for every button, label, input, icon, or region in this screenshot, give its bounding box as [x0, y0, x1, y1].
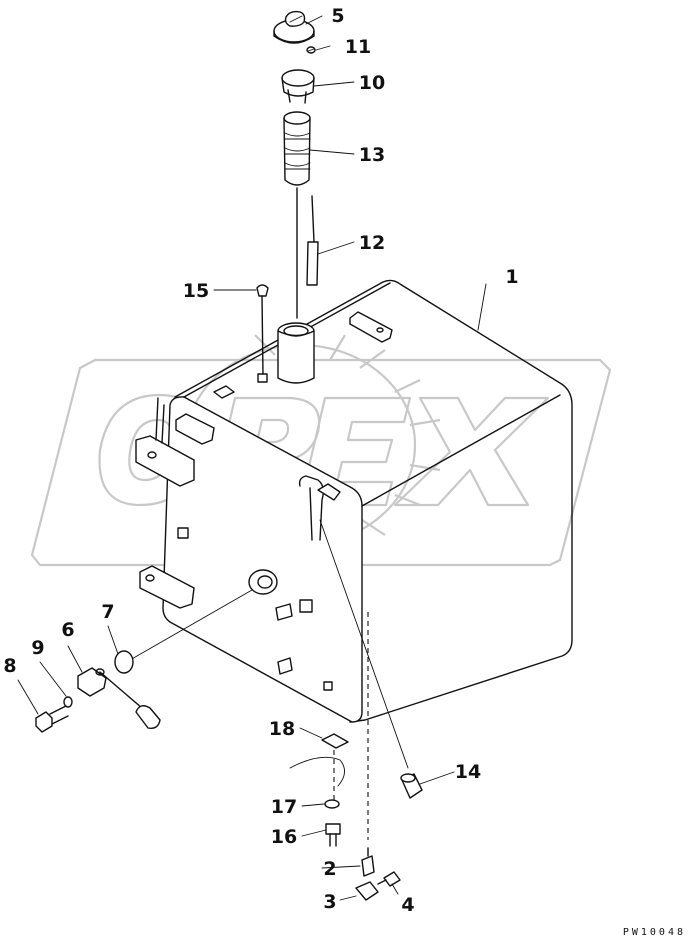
leader-17	[301, 803, 325, 807]
leader-9	[39, 661, 67, 697]
leader-3	[339, 895, 357, 901]
side-bracket-upper	[135, 397, 195, 487]
face-block-4	[277, 657, 293, 675]
leader-5	[305, 15, 323, 25]
tank-body	[135, 279, 573, 840]
watermark-frame	[30, 358, 612, 567]
tank-front-face	[162, 396, 363, 723]
mount-bolt-part	[325, 823, 341, 847]
callout-17: 17	[271, 796, 297, 818]
hose-fitting-part	[319, 519, 423, 799]
drain-plug-part	[377, 871, 401, 887]
drain-valve-part	[361, 847, 375, 877]
sensor-bolt-part	[35, 705, 69, 733]
callout-15: 15	[183, 280, 209, 302]
side-bracket-lower	[139, 565, 195, 609]
sensor-port	[248, 569, 278, 595]
face-block-2	[299, 599, 313, 613]
leader-14	[419, 771, 455, 785]
level-sensor-part	[77, 667, 161, 730]
filler-cap-part	[273, 10, 315, 44]
leader-1	[477, 283, 487, 331]
leader-lines	[17, 15, 487, 901]
breather-part	[256, 284, 269, 383]
callout-13: 13	[359, 144, 385, 166]
leader-6	[67, 645, 83, 673]
leader-18	[299, 727, 323, 739]
top-bracket	[349, 311, 393, 343]
callout-6: 6	[61, 619, 74, 641]
face-block-3	[275, 603, 293, 621]
top-lug	[213, 385, 235, 399]
callout-4: 4	[401, 894, 414, 916]
return-pipe	[298, 475, 325, 541]
callout-10: 10	[359, 72, 385, 94]
leader-2	[321, 865, 361, 869]
sensor-gasket-part	[114, 589, 253, 674]
callout-18: 18	[269, 718, 295, 740]
tank-top-right-edge	[361, 394, 561, 507]
leader-8	[17, 679, 39, 715]
mount-plate-part	[289, 733, 349, 800]
callout-3: 3	[323, 891, 336, 913]
leader-16	[301, 829, 327, 837]
leader-11	[315, 45, 331, 51]
callout-labels: 1 2 3 4 5 6 7 8 9 10 11 12 13 14 15 16 1…	[3, 5, 518, 916]
leader-7	[107, 625, 119, 655]
callout-5: 5	[331, 5, 344, 27]
sensor-washer-part	[63, 696, 73, 708]
callout-9: 9	[31, 637, 44, 659]
callout-1: 1	[505, 266, 518, 288]
filler-neck	[277, 322, 315, 384]
dipstick-part	[306, 195, 319, 286]
callout-2: 2	[323, 858, 336, 880]
drawing-code: PW10048	[623, 927, 686, 938]
mount-washer-part	[324, 799, 340, 809]
cap-ring-part	[281, 69, 315, 104]
return-pipe-clamp	[317, 483, 341, 501]
return-pipe-inner	[309, 487, 313, 541]
callout-16: 16	[271, 826, 297, 848]
leader-12	[317, 241, 355, 255]
callout-8: 8	[3, 655, 16, 677]
small-screw-part	[306, 46, 316, 54]
leader-10	[313, 81, 355, 87]
drain-elbow-part	[355, 881, 379, 901]
tank-outline	[174, 279, 573, 723]
face-clip	[175, 413, 215, 445]
face-block-5	[323, 681, 333, 691]
filler-strainer-part	[283, 111, 311, 319]
callout-14: 14	[455, 761, 481, 783]
callout-12: 12	[359, 232, 385, 254]
callout-11: 11	[345, 36, 371, 58]
leader-4	[391, 883, 399, 895]
face-block-1	[177, 527, 189, 539]
callout-7: 7	[101, 601, 114, 623]
leader-13	[309, 149, 355, 155]
